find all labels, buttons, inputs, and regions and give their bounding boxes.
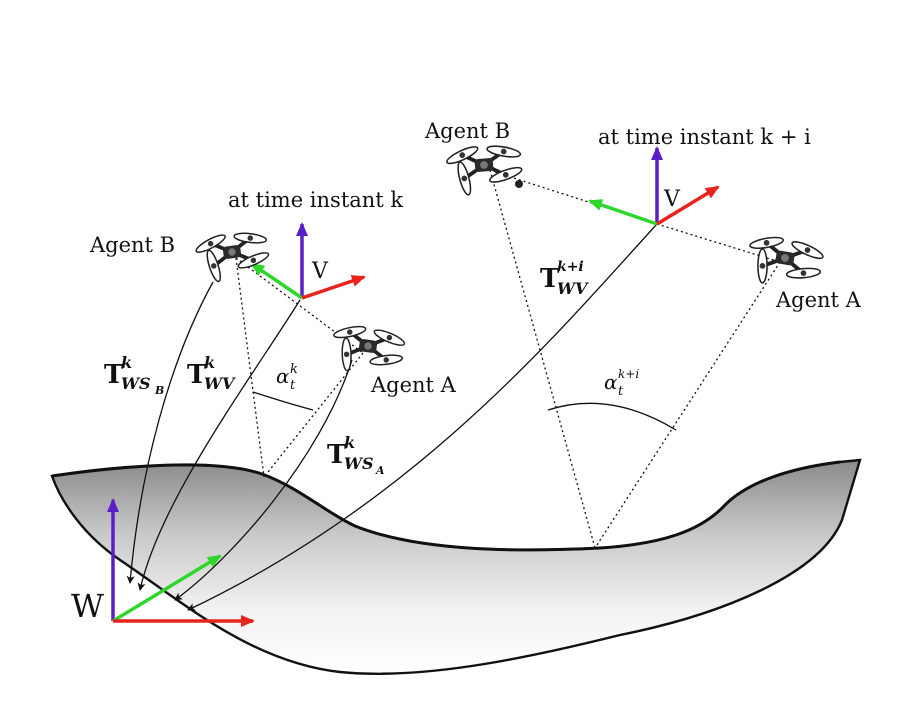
v-ki-y-axis bbox=[588, 199, 658, 226]
agent-a-ki-label: Agent A bbox=[775, 288, 862, 312]
svg-text:B: B bbox=[154, 384, 164, 397]
drone-icon bbox=[442, 138, 527, 200]
v-k-y-axis bbox=[250, 262, 303, 300]
transform-label-ws-b: T k WS B bbox=[104, 353, 164, 397]
agent-b-k-label: Agent B bbox=[89, 233, 175, 257]
drone-icon bbox=[740, 227, 829, 296]
svg-text:T: T bbox=[187, 360, 207, 390]
link-line-v-a-ki bbox=[656, 223, 781, 263]
w-y-axis bbox=[112, 554, 222, 623]
svg-text:A: A bbox=[375, 464, 385, 477]
svg-text:T: T bbox=[104, 360, 124, 390]
svg-text:T: T bbox=[540, 264, 560, 294]
sight-line-b-k bbox=[235, 257, 265, 478]
sight-line-b-ki bbox=[489, 169, 596, 549]
drone-payload bbox=[515, 180, 523, 188]
sight-line-a-k bbox=[263, 352, 364, 478]
svg-text:α: α bbox=[276, 364, 290, 388]
time-k-label: at time instant k bbox=[228, 188, 403, 212]
time-ki-label: at time instant k + i bbox=[598, 125, 811, 149]
v-ki-x-axis bbox=[656, 185, 720, 226]
svg-text:k: k bbox=[290, 362, 298, 377]
svg-text:t: t bbox=[618, 384, 624, 399]
drone-icon bbox=[325, 318, 410, 381]
svg-text:k: k bbox=[344, 433, 355, 452]
angle-label-ki: α t k+i bbox=[604, 367, 639, 399]
sight-line-a-ki bbox=[594, 261, 781, 549]
svg-text:k+i: k+i bbox=[557, 259, 584, 275]
transform-curve-ws-a bbox=[174, 359, 353, 601]
angle-arc-ki bbox=[547, 402, 677, 431]
transform-curve-wv-k bbox=[137, 299, 301, 591]
transform-label-wv-k: T k WV bbox=[187, 353, 236, 393]
svg-text:WS: WS bbox=[121, 374, 151, 393]
terrain-ridge-line bbox=[51, 460, 841, 552]
frame-v-k-label: V bbox=[311, 259, 329, 284]
frame-w-label: W bbox=[71, 587, 104, 625]
transform-curve-ws-b bbox=[126, 281, 214, 584]
svg-text:t: t bbox=[290, 378, 296, 393]
transform-label-wv-ki: T k+i WV bbox=[540, 259, 589, 298]
svg-text:T: T bbox=[327, 440, 347, 470]
angle-label-k: α t k bbox=[276, 362, 298, 393]
v-k-x-axis bbox=[301, 275, 366, 300]
agent-b-ki-label: Agent B bbox=[424, 119, 510, 143]
angle-arc-k bbox=[252, 391, 314, 411]
agent-a-k-label: Agent A bbox=[370, 373, 457, 397]
svg-text:k: k bbox=[204, 353, 215, 372]
svg-text:k+i: k+i bbox=[618, 367, 639, 381]
svg-text:WV: WV bbox=[204, 374, 236, 393]
svg-text:WS: WS bbox=[344, 454, 374, 473]
transform-curve-wv-ki bbox=[187, 223, 658, 611]
frame-v-ki-label: V bbox=[663, 187, 681, 212]
svg-text:WV: WV bbox=[557, 279, 589, 298]
svg-text:α: α bbox=[604, 370, 618, 394]
svg-text:k: k bbox=[121, 353, 132, 372]
transform-label-ws-a: T k WS A bbox=[327, 433, 385, 477]
